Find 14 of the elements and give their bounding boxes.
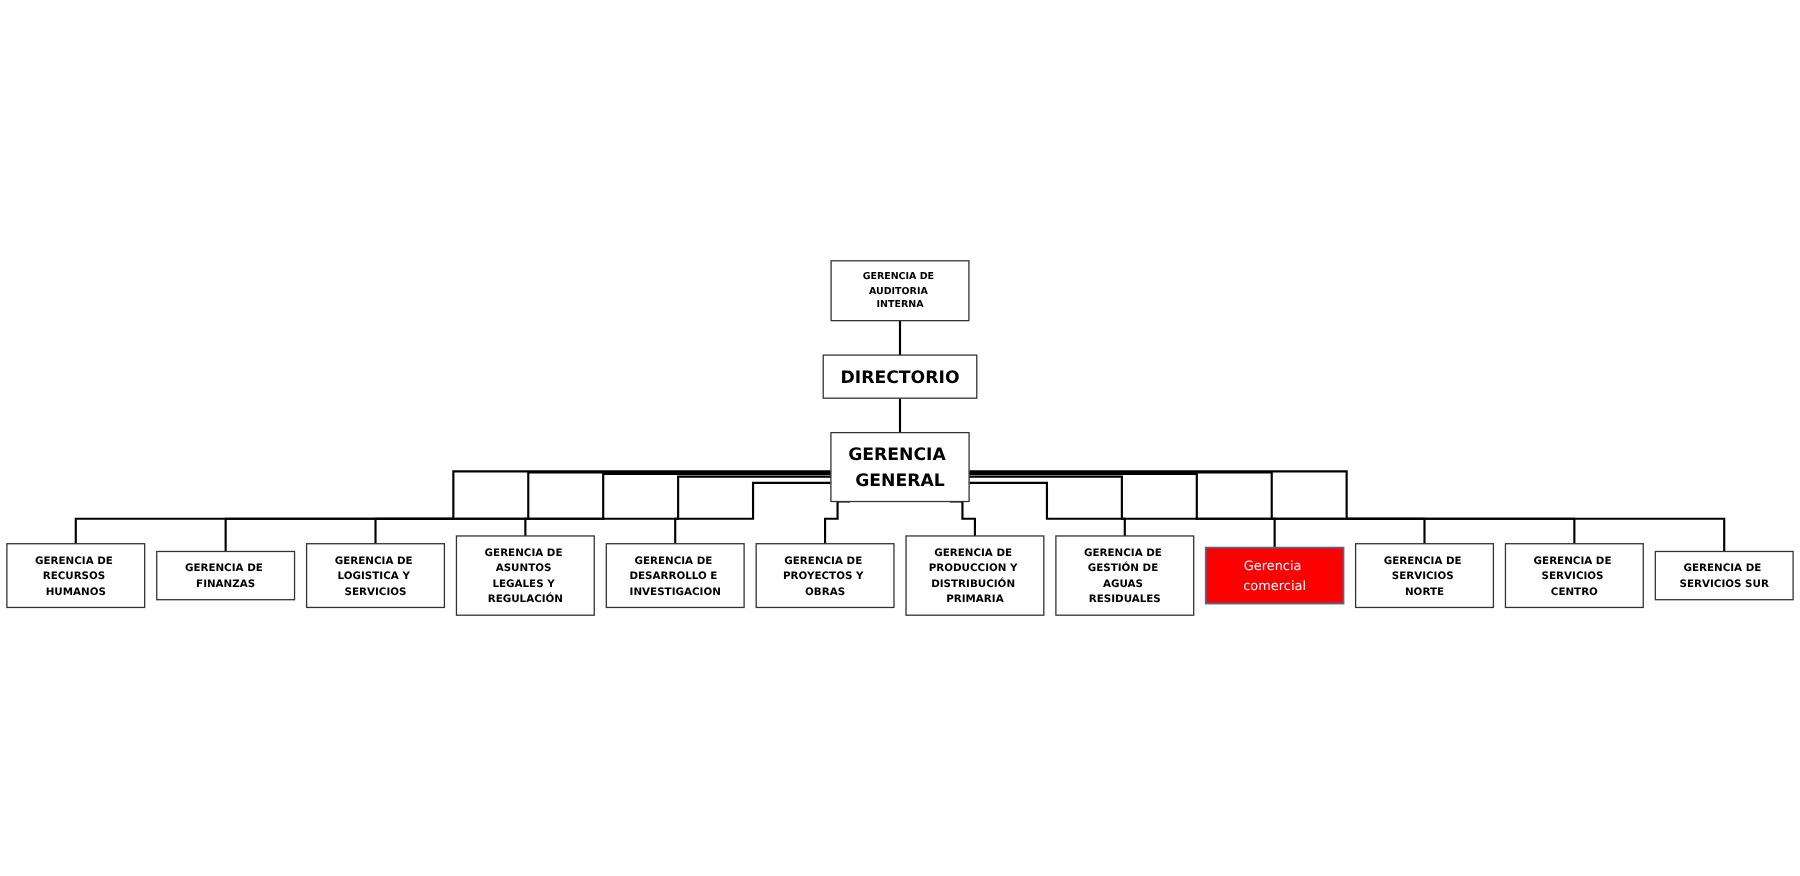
connector [969, 481, 1126, 538]
connector [969, 471, 1576, 545]
connector [524, 475, 831, 538]
connector [898, 397, 902, 434]
connector [969, 472, 1426, 545]
connector [224, 471, 831, 553]
node-box: DIRECTORIO [822, 354, 978, 399]
connector [374, 472, 831, 545]
connector [74, 470, 831, 545]
connector [969, 470, 1726, 553]
connector [674, 481, 831, 545]
connector [969, 475, 1276, 549]
node-box: GERENCIA GENERAL [830, 431, 970, 503]
connector [898, 319, 902, 357]
